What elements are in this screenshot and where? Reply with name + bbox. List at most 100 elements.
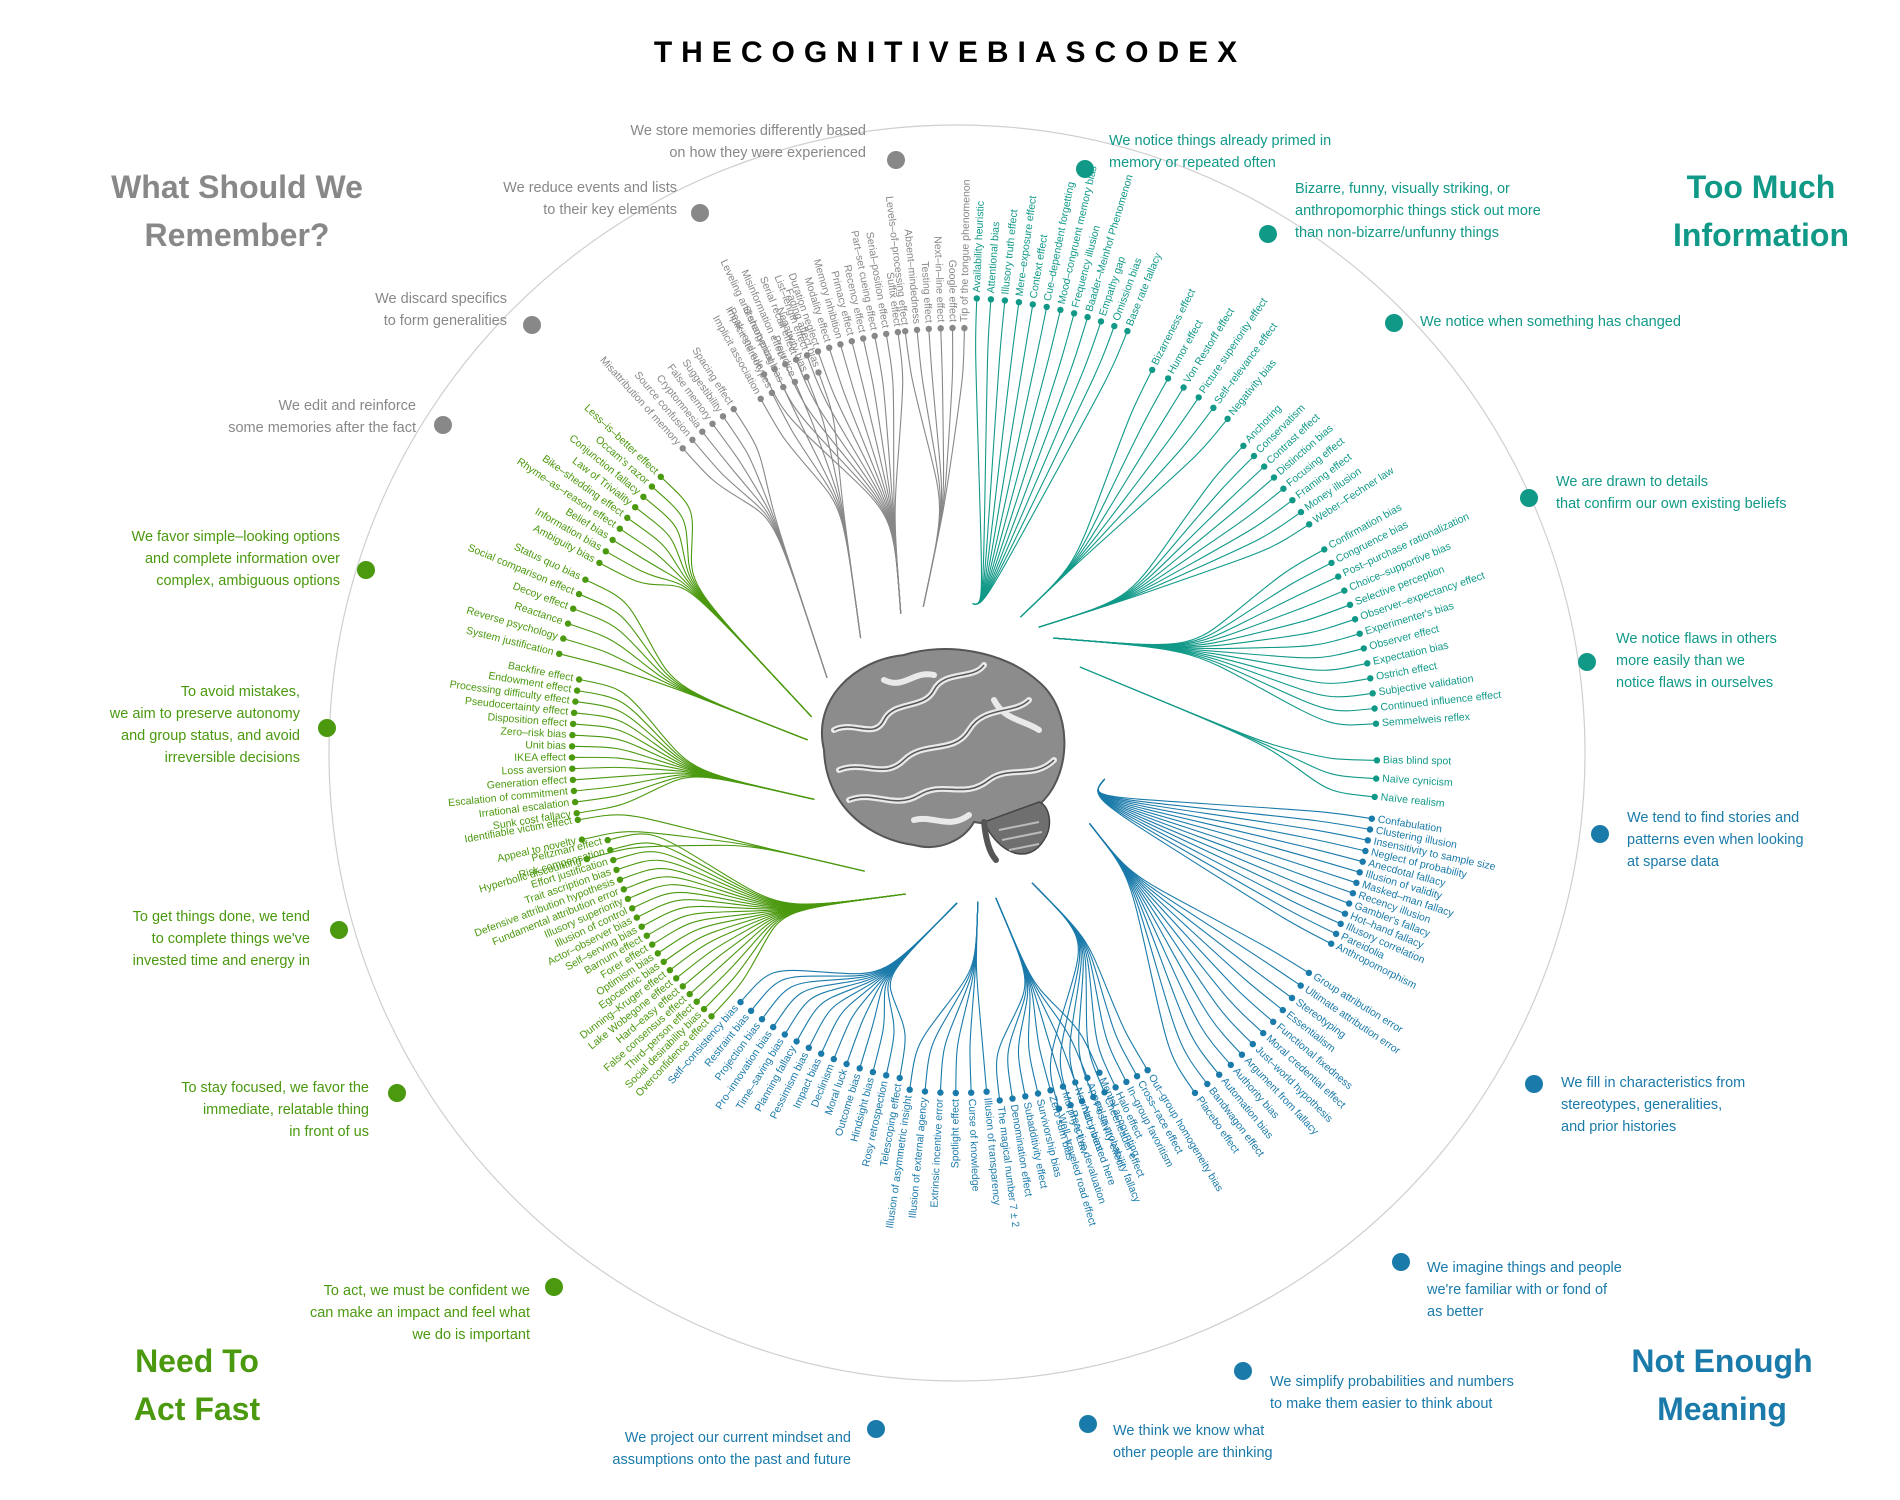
branch-line (995, 897, 1026, 1101)
branch-line (1053, 637, 1375, 712)
leaf-dot (632, 504, 639, 511)
leaf-dot (569, 765, 576, 772)
leaf-dot (815, 369, 822, 376)
leaf-dot (693, 998, 700, 1005)
leaf-dot (666, 967, 674, 974)
branch-line (904, 331, 941, 607)
leaf-dot (1369, 690, 1376, 697)
leaf-dot (1009, 1095, 1016, 1102)
branch-line (1053, 562, 1332, 646)
leaf-dot (871, 332, 878, 340)
leaf-dot (1260, 1029, 1267, 1037)
branch-lines (559, 298, 1377, 1109)
branch-line (634, 506, 812, 718)
leaf-dot (1346, 601, 1354, 608)
leaf-dot (573, 687, 581, 694)
bias-label: Unit bias (525, 739, 566, 752)
branch-line (1020, 407, 1214, 618)
leaf-dot (983, 1088, 990, 1095)
leaf-dot (1349, 890, 1357, 897)
leaf-dot (747, 1007, 755, 1014)
leaf-dot (686, 990, 693, 998)
branch-line (885, 902, 958, 1076)
leaf-dot (1289, 497, 1296, 504)
leaf-dot (1280, 485, 1287, 492)
branch-line (1097, 778, 1372, 820)
leaf-dot (758, 1016, 766, 1023)
bias-label: Spotlight effect (949, 1099, 961, 1168)
branch-line (712, 423, 828, 679)
brain-icon (821, 648, 1066, 863)
leaf-dot (689, 436, 696, 443)
leaf-dot (1364, 837, 1372, 844)
branch-line (995, 897, 1039, 1094)
branch-line (995, 897, 1100, 1073)
leaf-dot (1297, 982, 1304, 989)
leaf-dot (730, 405, 737, 413)
branch-line (1088, 823, 1243, 1056)
leaf-dot (616, 525, 623, 532)
branch-line (1038, 445, 1244, 628)
branch-line (577, 690, 815, 800)
leaf-dot (1097, 318, 1105, 325)
leaf-dot (573, 810, 580, 817)
leaf-dot (1270, 474, 1278, 481)
group-dot (1234, 1362, 1252, 1380)
branch-line (939, 901, 979, 1093)
branch-line (586, 844, 865, 872)
bias-label: Naïve cynicism (1382, 773, 1453, 789)
branch-line (740, 902, 958, 1003)
leaf-dot (607, 846, 614, 854)
leaf-dot (757, 395, 764, 402)
leaf-dot (987, 296, 995, 303)
leaf-dot (575, 676, 583, 683)
leaf-dot (771, 365, 778, 373)
page-title: THECOGNITIVEBIASCODEX (654, 36, 1246, 69)
leaf-dot (1279, 1006, 1287, 1014)
leaf-dot (1356, 869, 1363, 876)
leaf-dot (760, 371, 768, 378)
branch-line (922, 327, 954, 607)
leaf-dot (826, 344, 833, 351)
leaf-dot (571, 798, 579, 806)
leaf-dot (1029, 301, 1037, 308)
bias-label: IKEA effect (514, 751, 566, 764)
leaf-dot (1191, 1089, 1199, 1097)
leaf-dot (803, 352, 811, 359)
branch-line (607, 833, 906, 905)
leaf-dot (1362, 847, 1369, 855)
branch-line (1088, 823, 1302, 987)
leaf-dot (803, 373, 810, 381)
branch-line (1038, 523, 1310, 628)
leaf-dot (1306, 521, 1313, 528)
leaf-dot (1328, 940, 1335, 947)
group-dot (330, 921, 348, 939)
leaf-dot (560, 635, 567, 642)
leaf-dot (782, 361, 789, 368)
leaf-dot (1305, 969, 1313, 977)
leaf-dot (883, 1072, 890, 1079)
branch-line (1020, 369, 1153, 618)
branch-line (577, 814, 865, 872)
leaf-dot (673, 975, 680, 982)
branch-line (1020, 418, 1229, 618)
leaf-dot (1067, 1101, 1074, 1109)
branch-line (691, 439, 828, 679)
branch-line (619, 528, 812, 718)
bias-label: Extrinsic incentive error (929, 1098, 946, 1208)
leaf-dot (1133, 1073, 1141, 1080)
bias-label: Google effect (946, 260, 959, 322)
leaf-dot (949, 324, 956, 332)
branch-line (578, 678, 815, 800)
bias-label: Zero–risk bias (500, 726, 566, 741)
leaf-dot (856, 1065, 863, 1072)
leaf-dot (570, 787, 578, 795)
